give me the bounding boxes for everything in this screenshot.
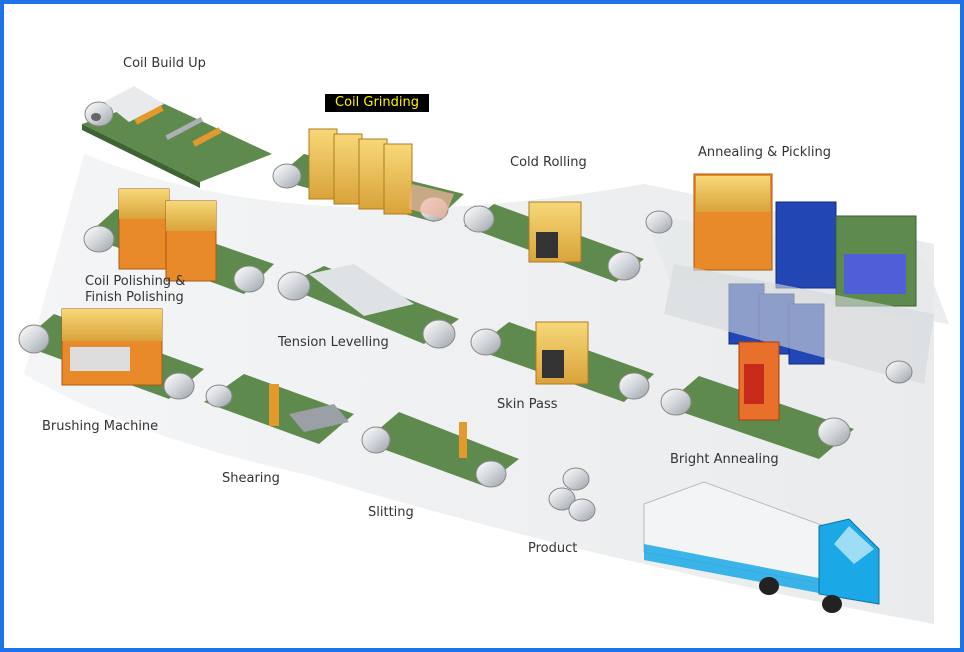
cold-rolling-machine (463, 201, 644, 282)
label-cold-rolling: Cold Rolling (510, 155, 587, 170)
process-illustration (18, 86, 949, 624)
label-shearing: Shearing (222, 471, 280, 486)
label-brushing-machine: Brushing Machine (42, 419, 159, 434)
delivery-truck (643, 481, 880, 613)
skin-pass-machine (470, 321, 654, 402)
label-coil-polishing: Coil Polishing & (85, 274, 186, 289)
label-skin-pass: Skin Pass (497, 397, 558, 412)
annealing-pickling-machine (644, 173, 949, 384)
label-coil-build-up: Coil Build Up (123, 56, 206, 71)
label-bright-annealing: Bright Annealing (670, 452, 779, 467)
coil-grinding-machine (272, 128, 464, 222)
label-slitting: Slitting (368, 505, 414, 520)
shearing-machine (204, 374, 354, 444)
product-coils (548, 467, 596, 522)
label-coil-grinding: Coil Grinding (325, 94, 430, 112)
label-finish-polishing: Finish Polishing (85, 290, 184, 305)
label-product: Product (528, 541, 578, 556)
label-tension-levelling: Tension Levelling (278, 335, 389, 350)
tension-levelling-machine (277, 264, 459, 349)
brushing-machine (18, 308, 204, 400)
slitting-machine (361, 412, 519, 488)
label-annealing-pickling: Annealing & Pickling (698, 145, 832, 160)
coil-polishing-machine (83, 188, 274, 294)
bright-annealing-machine (660, 341, 854, 459)
coil-build-up-machine (82, 86, 272, 188)
